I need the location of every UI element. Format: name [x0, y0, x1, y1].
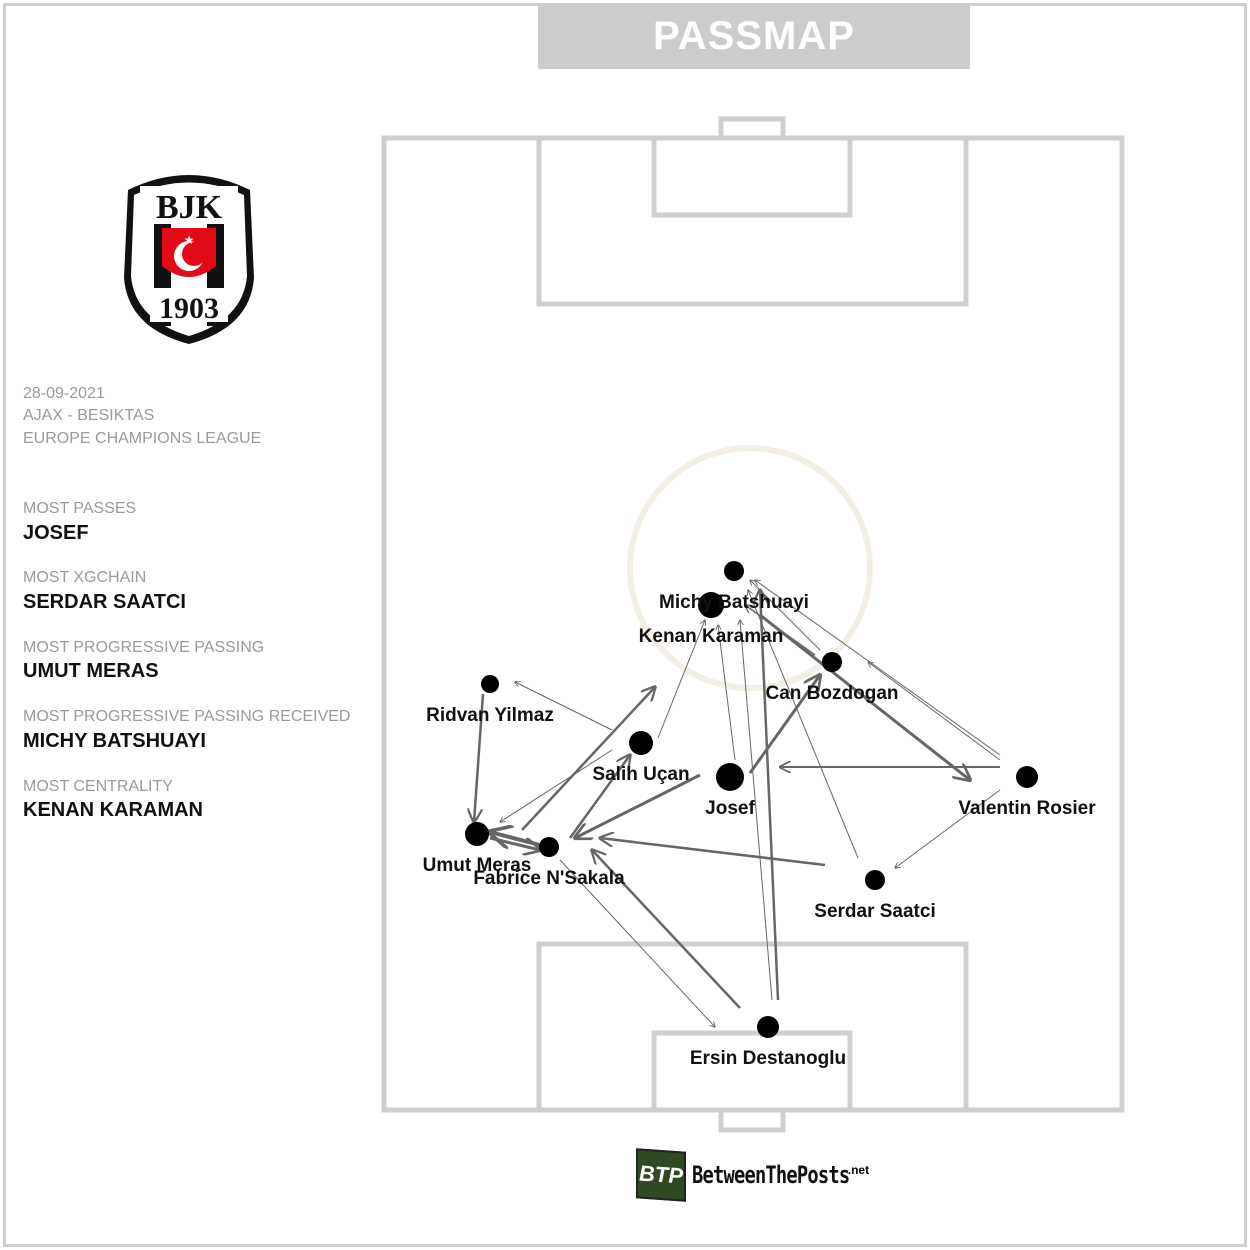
player-node — [629, 731, 653, 755]
stat-value: SERDAR SAATCI — [23, 591, 186, 613]
pass-line — [895, 789, 1001, 868]
player-label: Josef — [705, 798, 755, 819]
stat-label: MOST XGCHAIN — [23, 569, 147, 586]
player-label: Michy Batshuayi — [659, 592, 809, 613]
player-node — [724, 561, 744, 581]
btp-suffix: .net — [847, 1163, 870, 1177]
pass-line — [745, 605, 816, 656]
club-crest: BJK ★ 1903 — [124, 175, 254, 344]
pass-line — [559, 859, 715, 1027]
stat-value: JOSEF — [23, 522, 89, 544]
stat-value: MICHY BATSHUAYI — [23, 730, 206, 752]
stat-label: MOST PASSES — [23, 500, 137, 517]
pass-line — [489, 836, 540, 850]
svg-text:★: ★ — [184, 233, 195, 247]
player-label: Umut Meras — [423, 855, 532, 876]
player-node — [822, 652, 842, 672]
pass-line — [748, 590, 859, 859]
player-label: Salih Uçan — [592, 764, 689, 785]
player-node — [481, 675, 499, 693]
player-label: Ersin Destanoglu — [690, 1048, 846, 1069]
competition: EUROPE CHAMPIONS LEAGUE — [23, 430, 262, 447]
stat-value: UMUT MERAS — [23, 660, 159, 682]
player-nodes — [465, 561, 1038, 1038]
pass-line — [600, 838, 826, 867]
player-label: Ridvan Yilmaz — [426, 705, 554, 726]
pass-line — [748, 675, 820, 774]
frame — [3, 3, 1247, 1247]
btp-badge: BTP — [636, 1148, 686, 1202]
page-title: PASSMAP — [538, 5, 970, 69]
footer-logo: BTP BetweenThePosts .net — [636, 1148, 870, 1202]
stat-label: MOST PROGRESSIVE PASSING — [23, 639, 265, 656]
pass-line — [740, 620, 773, 1001]
pass-line — [760, 590, 780, 1001]
pass-line — [474, 693, 485, 822]
svg-text:1903: 1903 — [159, 292, 219, 325]
player-node — [716, 763, 744, 791]
pass-line — [750, 580, 821, 651]
match-date: 28-09-2021 — [23, 385, 105, 402]
player-node — [865, 870, 885, 890]
player-label: Fabrice N'Sakala — [473, 868, 625, 889]
btp-name: BetweenThePosts — [692, 1161, 850, 1189]
pass-line — [657, 620, 705, 739]
player-node — [698, 592, 724, 618]
pass-line — [868, 662, 1001, 761]
pass-line — [500, 749, 613, 822]
pass-line — [592, 850, 741, 1009]
player-label: Serdar Saatci — [814, 901, 935, 922]
stat-label: MOST CENTRALITY — [23, 778, 173, 795]
player-node — [1016, 766, 1038, 788]
player-label: Valentin Rosier — [958, 798, 1096, 819]
player-label: Can Bozdogan — [766, 683, 899, 704]
pass-lines — [474, 580, 1001, 1027]
pass-line — [755, 580, 1001, 756]
pass-line — [718, 625, 736, 761]
match-teams: AJAX - BESIKTAS — [23, 407, 155, 424]
pass-line — [575, 773, 701, 838]
pass-line — [521, 687, 655, 831]
stat-value: KENAN KARAMAN — [23, 799, 203, 821]
pass-line — [515, 682, 613, 731]
player-node — [539, 837, 559, 857]
pass-line — [759, 613, 970, 780]
player-node — [465, 822, 489, 846]
stat-label: MOST PROGRESSIVE PASSING RECEIVED — [23, 708, 351, 725]
player-label: Kenan Karaman — [639, 626, 784, 647]
watermark — [627, 445, 873, 691]
pitch-lines — [381, 116, 1125, 1133]
svg-text:BJK: BJK — [156, 189, 223, 226]
player-node — [757, 1016, 779, 1038]
